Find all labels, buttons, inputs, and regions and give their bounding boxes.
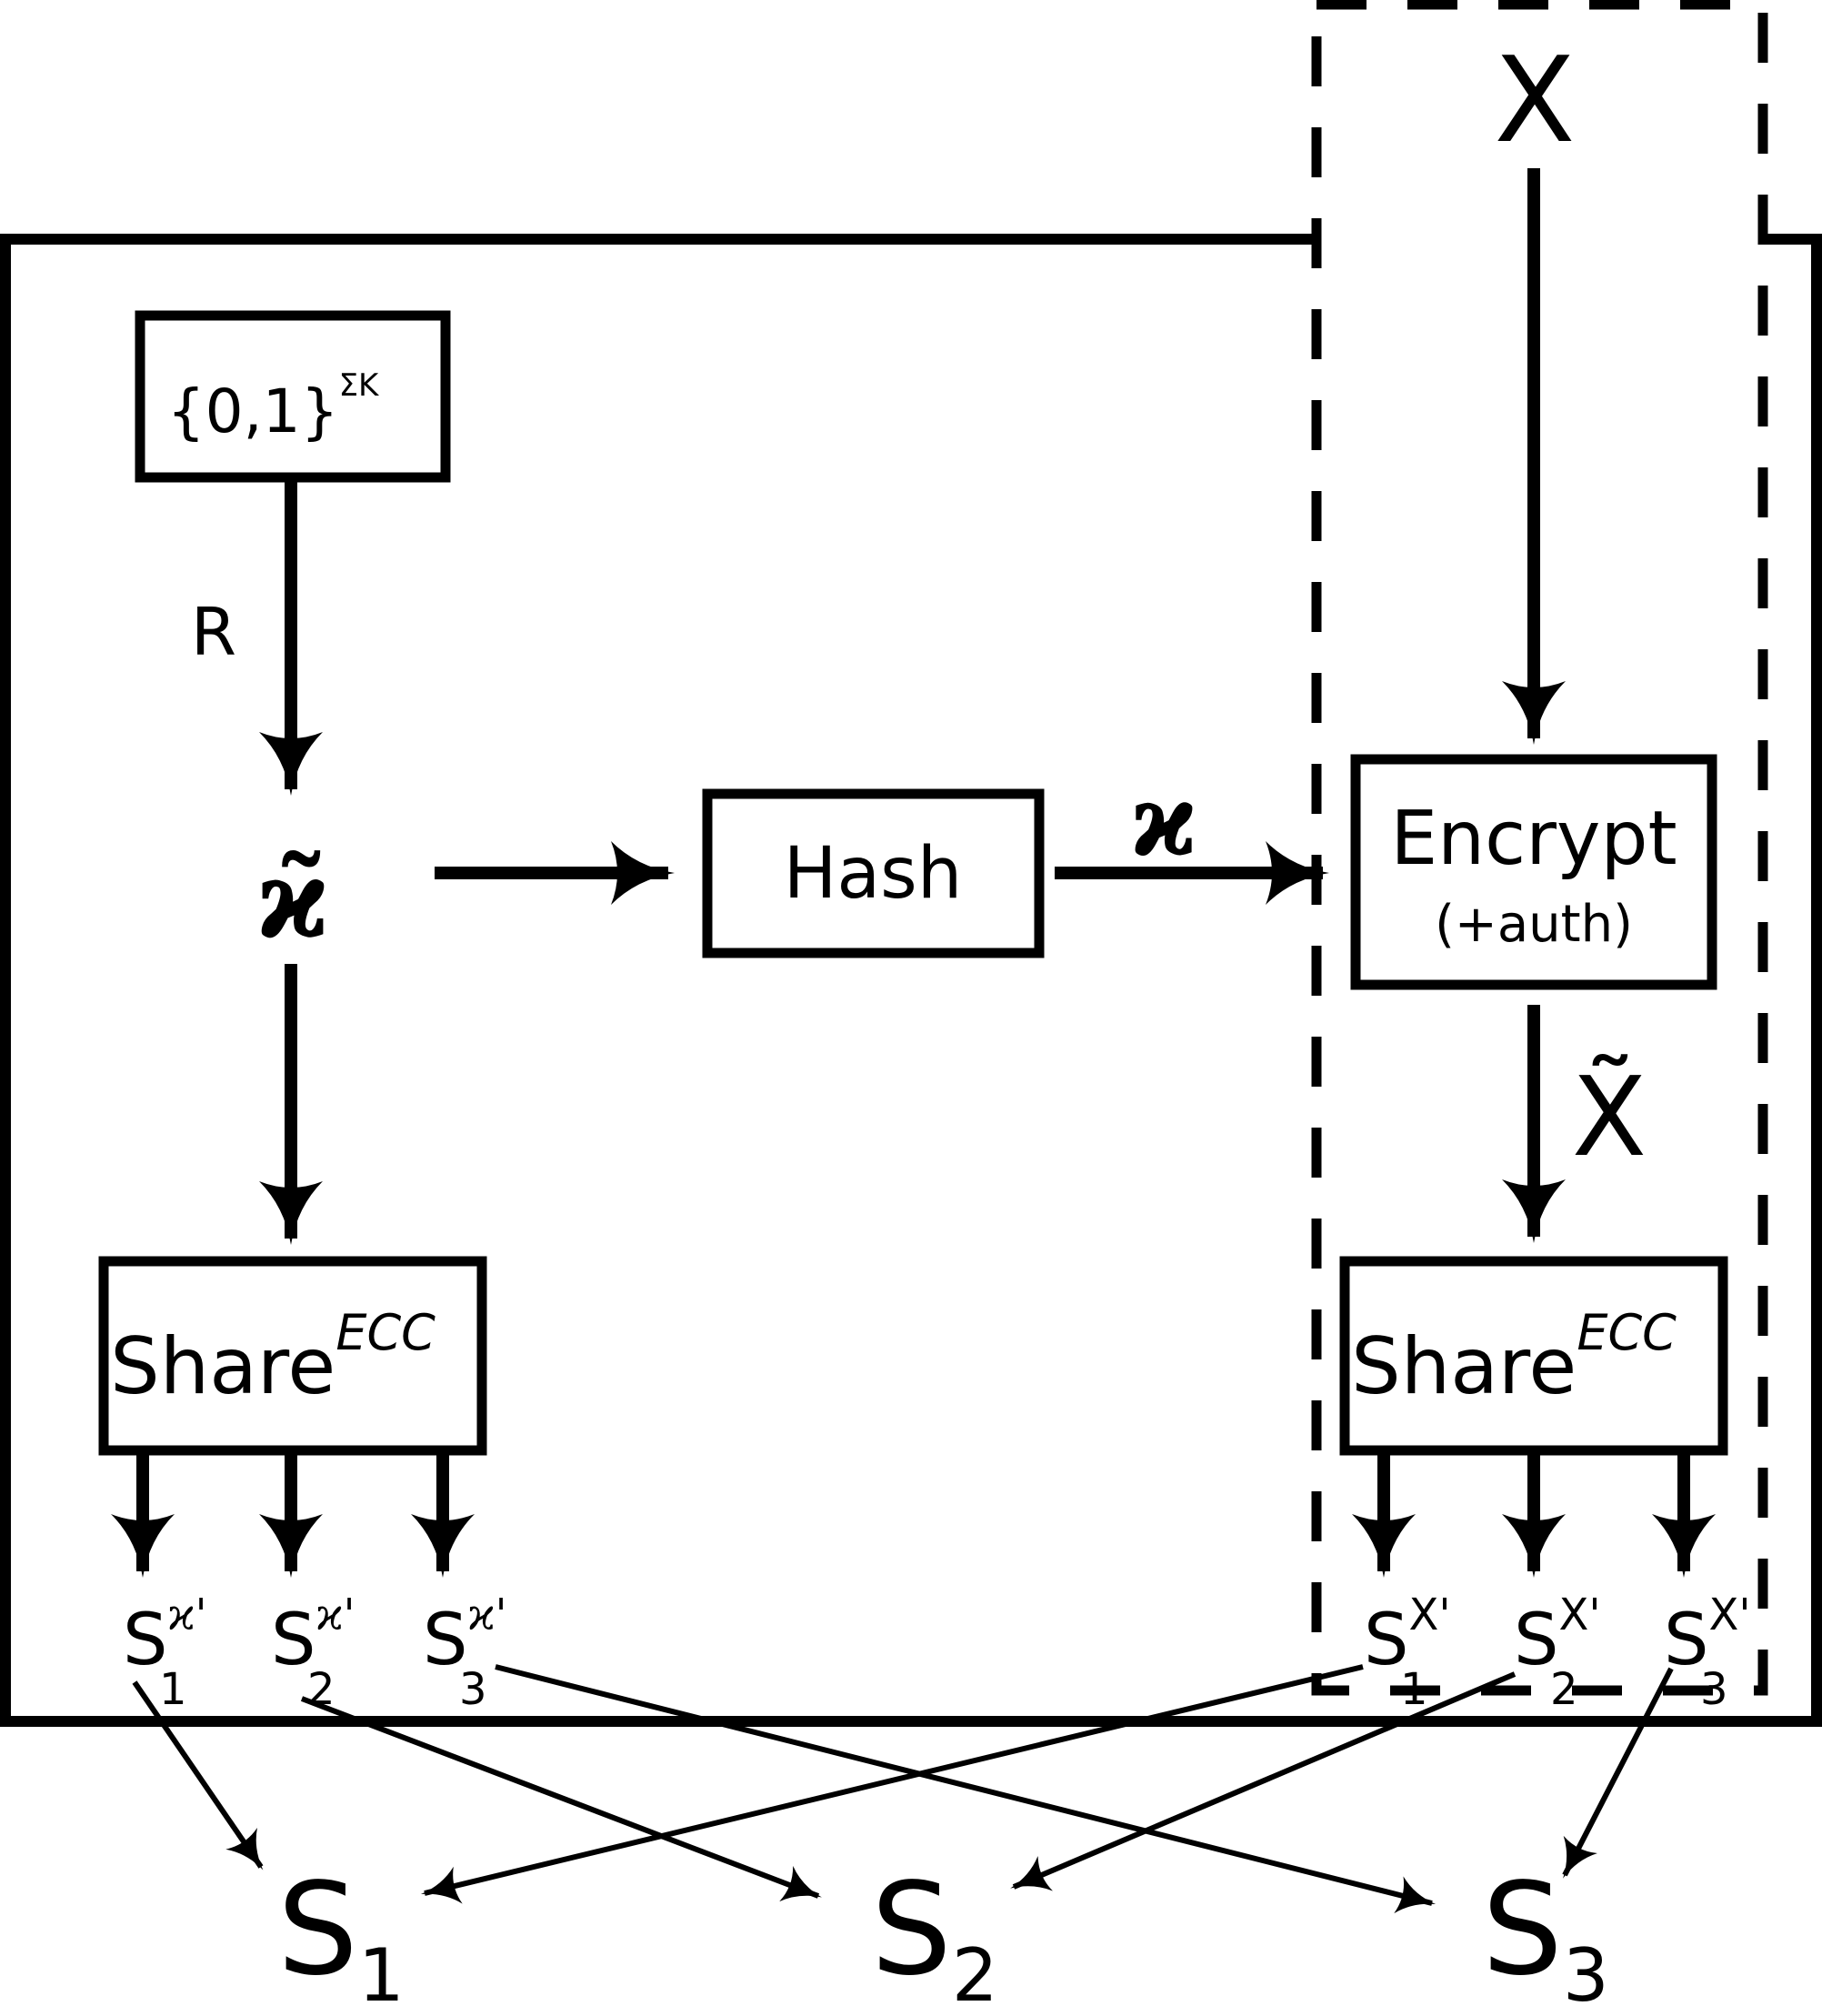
key-share-2: Sϰ'2 [271,1590,355,1715]
encrypt-sublabel: (+auth) [1435,895,1633,954]
encrypt-label: Encrypt [1390,796,1677,882]
edge-key-share-2-to-server-2 [300,1696,822,1902]
hash-label: Hash [784,833,963,915]
distribution-layer [132,1664,1674,1914]
share-layer: Sϰ'1 Sϰ'2 Sϰ'3 SX'1 SX'2 SX'3 [111,1452,1751,1715]
edge-data-share-2-to-server-2 [1010,1671,1517,1891]
random-source-label: {0,1}ΣK [167,367,380,446]
data-share-2: SX'2 [1514,1590,1601,1715]
edge-label-key: ϰ [1131,761,1196,878]
outer-frame [0,234,1822,1727]
edge-key-share-3-to-server-3 [495,1664,1437,1914]
share-right-box [1339,1256,1728,1456]
data-share-1: SX'1 [1364,1590,1451,1715]
share-left-box [98,1256,487,1456]
server-3: S3 [1482,1856,1609,2016]
edge-data-share-3-to-server-3 [1562,1667,1674,1879]
dashed-region [1311,0,1768,1696]
encrypt-box [1350,754,1717,990]
server-1: S1 [277,1856,405,2016]
random-source-box [135,310,451,483]
data-share-3: SX'3 [1664,1590,1751,1715]
hash-box [702,788,1045,958]
edge-key-share-1-to-server-1 [132,1680,264,1871]
share-left-label: ShareECC [110,1304,435,1412]
ciphertext-label: X̃ [1572,1054,1647,1181]
server-layer: S1 S2 S3 [277,1856,1609,2016]
input-x-label: X [1494,31,1575,169]
edge-label-r: R [191,594,236,670]
edge-data-share-1-to-server-1 [420,1664,1364,1904]
key-share-3: Sϰ'3 [423,1590,507,1715]
key-share-1: Sϰ'1 [123,1590,207,1715]
server-2: S2 [871,1856,998,2016]
key-tilde-label: ϰ̃ [257,835,329,963]
share-right-label: ShareECC [1351,1304,1677,1412]
